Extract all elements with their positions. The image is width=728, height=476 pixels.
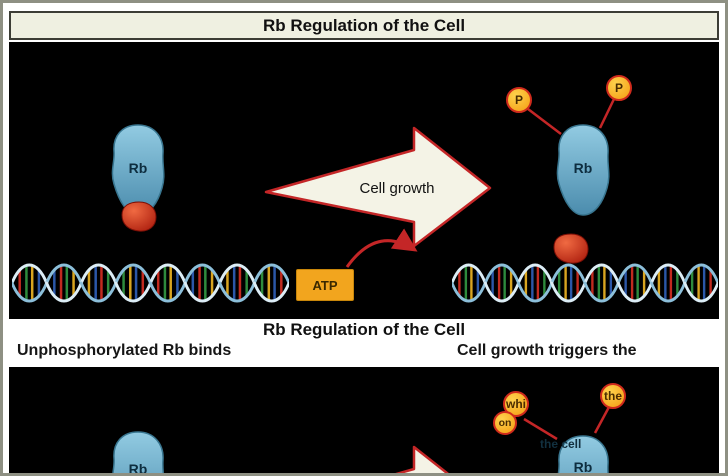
phosphate-bond-right xyxy=(598,98,616,129)
atp-label: ATP xyxy=(312,277,338,293)
rb-left-label: Rb xyxy=(128,160,148,176)
dna-helix-right xyxy=(452,263,718,303)
rb-protein-right xyxy=(556,124,610,216)
phosphate-badge-right: P xyxy=(606,75,632,101)
phosphate-bond-right-2 xyxy=(593,406,611,434)
phosphate-bond-left xyxy=(527,108,562,135)
cell-growth-label: Cell growth xyxy=(359,180,435,197)
caption-fragment-on: on xyxy=(498,417,512,429)
dna-helix-left xyxy=(12,263,289,303)
inhibitor-protein-right xyxy=(553,233,589,264)
cell-growth-arrow-partial xyxy=(395,445,449,473)
rb-protein-right-2 xyxy=(557,435,609,473)
rb-left-label-2: Rb xyxy=(128,461,148,473)
diagram-panel-1: Cell growth ATP Rb Rb P P xyxy=(9,42,719,319)
connector-overlay-2 xyxy=(523,406,611,441)
figure-title-repeat: Rb Regulation of the Cell xyxy=(262,320,466,339)
phosphate-badge-right-2: the xyxy=(600,383,626,409)
caption-right: Cell growth triggers the xyxy=(457,342,637,359)
figure-title: Rb Regulation of the Cell xyxy=(262,15,466,35)
inhibitor-protein-left xyxy=(121,201,157,232)
phosphate-right-label: P xyxy=(614,81,623,95)
diagram-panel-2: Rb Rb the cell the whi on xyxy=(9,367,719,473)
rb-right-label-2: Rb xyxy=(573,459,593,473)
phosphate-badge-left-2b: on xyxy=(493,411,517,435)
figure-title-bar: Rb Regulation of the Cell xyxy=(9,11,719,40)
atp-energy-arrow xyxy=(345,228,418,268)
phosphate-badge-left: P xyxy=(506,87,532,113)
caption-fragment-whi: whi xyxy=(506,397,526,411)
connector-overlay xyxy=(345,98,616,268)
atp-box: ATP xyxy=(296,269,354,301)
rb-protein-left-2 xyxy=(112,431,165,473)
phosphate-left-label: P xyxy=(514,93,523,107)
phosphate-bond-left-2 xyxy=(523,417,558,441)
caption-fragment-the-cell: the cell xyxy=(540,437,582,451)
rb-right-label: Rb xyxy=(573,160,593,176)
cell-growth-arrow xyxy=(264,126,492,248)
caption-area: Rb Regulation of the Cell Unphosphorylat… xyxy=(9,319,719,367)
caption-left: Unphosphorylated Rb binds xyxy=(17,342,232,359)
caption-fragment-the: the xyxy=(604,389,622,403)
